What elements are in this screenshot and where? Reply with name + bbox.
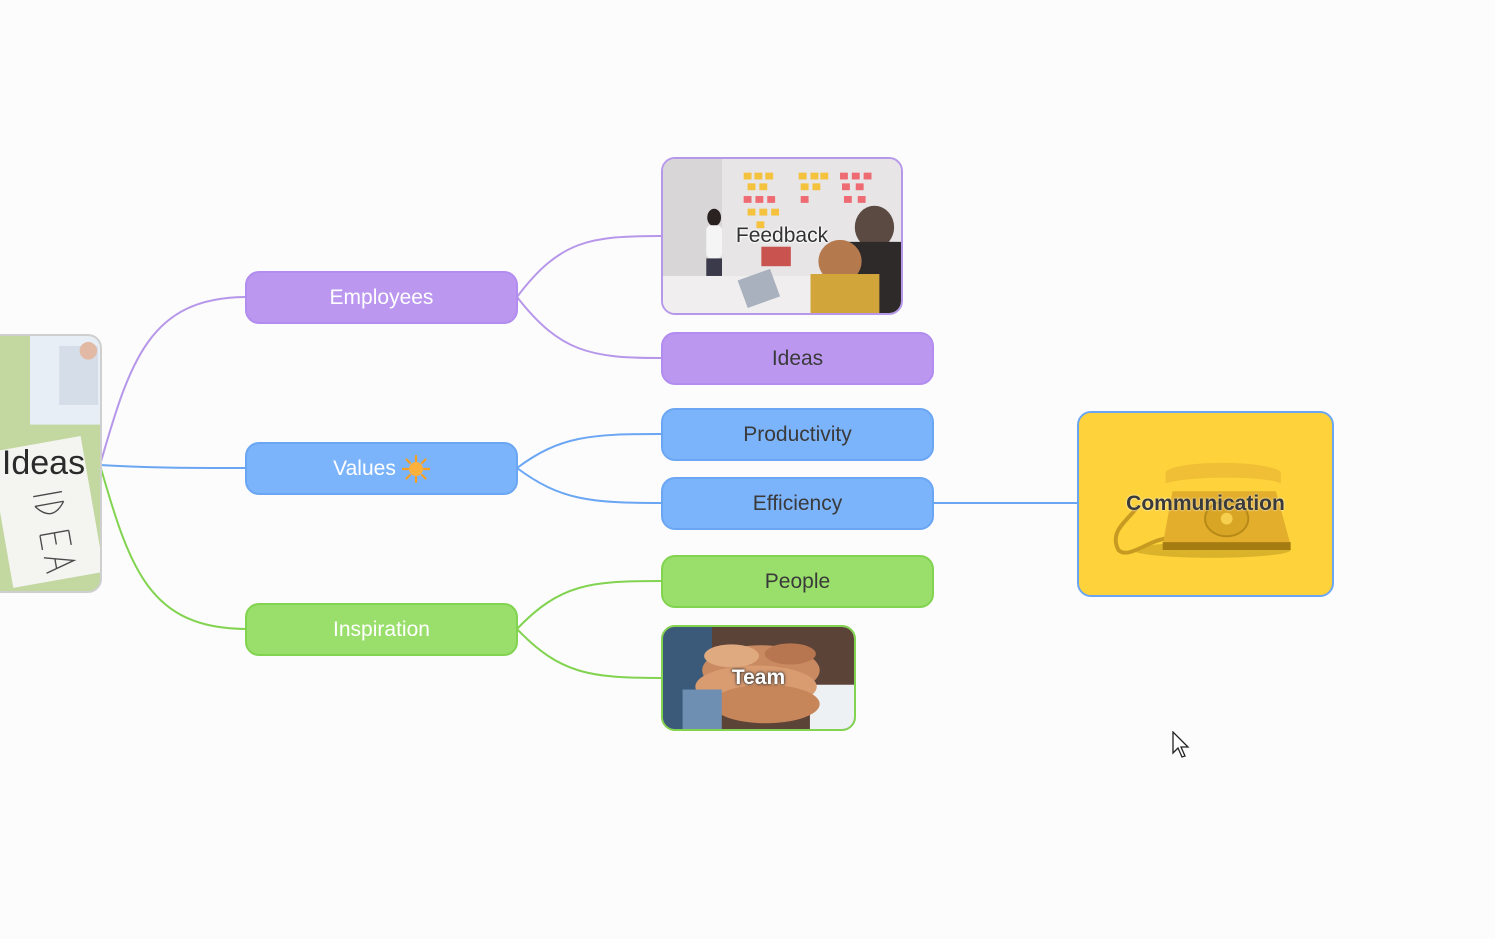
branch-inspiration-label: Inspiration	[333, 617, 430, 641]
leaf-productivity[interactable]: Productivity	[661, 408, 934, 461]
leaf-ideas[interactable]: Ideas	[661, 332, 934, 385]
leaf-productivity-label: Productivity	[743, 422, 852, 446]
arrow-cursor-icon	[1172, 730, 1192, 759]
branch-employees-label: Employees	[329, 285, 434, 309]
branch-values[interactable]: Values	[245, 442, 518, 495]
link-values-productivity	[516, 433, 662, 469]
leaf-efficiency-label: Efficiency	[752, 491, 843, 515]
telephone-image	[1079, 413, 1332, 595]
branch-employees[interactable]: Employees	[245, 271, 518, 324]
link-values-efficiency	[516, 467, 662, 504]
branch-values-label: Values	[333, 456, 396, 480]
leaf-people-label: People	[764, 569, 831, 593]
leaf-team[interactable]: Team	[661, 625, 856, 731]
link-central-values	[99, 464, 246, 469]
leaf-feedback[interactable]: Feedback	[661, 157, 903, 315]
leaf-feedback-label: Feedback	[735, 224, 829, 247]
leaf-ideas-label: Ideas	[771, 346, 824, 370]
branch-inspiration[interactable]: Inspiration	[245, 603, 518, 656]
central-topic[interactable]: Ideas	[0, 334, 102, 593]
node-communication-label: Communication	[1126, 492, 1285, 515]
link-inspiration-team	[516, 628, 662, 679]
team-image	[663, 627, 854, 729]
central-topic-label: Ideas	[1, 444, 86, 482]
leaf-people[interactable]: People	[661, 555, 934, 608]
leaf-team-label: Team	[731, 666, 786, 689]
node-communication[interactable]: Communication	[1077, 411, 1334, 597]
central-topic-image	[0, 336, 100, 591]
link-employees-feedback	[516, 235, 662, 298]
link-central-employees	[99, 296, 246, 466]
leaf-efficiency[interactable]: Efficiency	[661, 477, 934, 530]
link-employees-ideas	[516, 296, 662, 359]
feedback-image	[663, 159, 901, 313]
sun-icon	[401, 454, 430, 483]
link-inspiration-people	[516, 580, 662, 630]
link-central-inspiration	[99, 464, 246, 630]
